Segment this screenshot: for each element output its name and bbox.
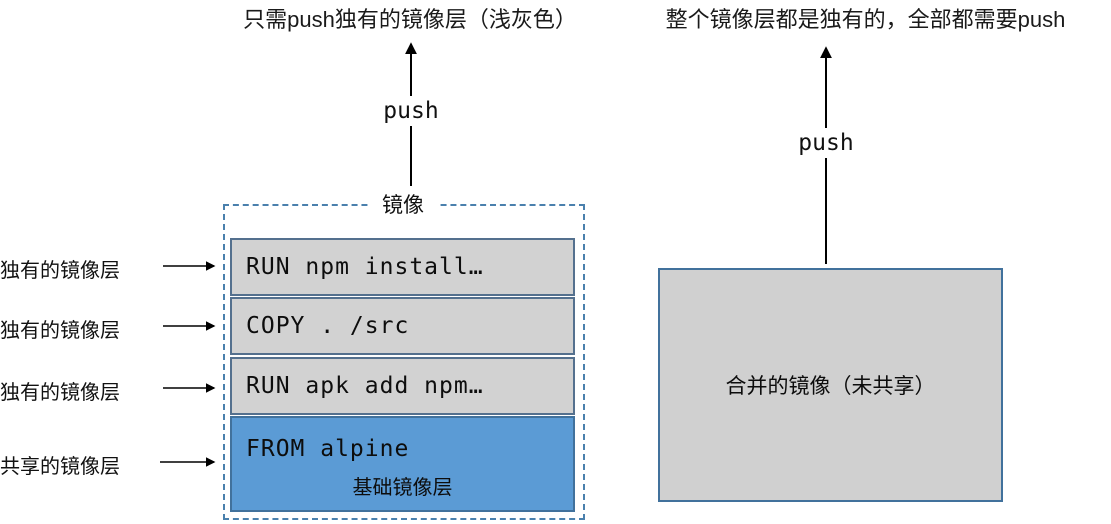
side-label-shared: 共享的镜像层 xyxy=(0,456,120,478)
base-image-layer-label: 基础镜像层 xyxy=(352,477,453,499)
merged-image-box: 合并的镜像（未共享） xyxy=(658,268,1003,502)
layer-run-apk-add-text: RUN apk add npm… xyxy=(246,373,484,399)
image-box-title: 镜像 xyxy=(368,189,438,219)
layer-from-alpine-text: FROM alpine xyxy=(246,436,410,462)
side-label-unique-3: 独有的镜像层 xyxy=(0,382,120,404)
layer-from-alpine: FROM alpine 基础镜像层 xyxy=(230,416,575,512)
push-label-left: push xyxy=(375,96,447,126)
caption-unique-layers-push: 只需push独有的镜像层（浅灰色） xyxy=(243,7,577,32)
layer-run-npm-install-text: RUN npm install… xyxy=(246,254,484,280)
push-label-right: push xyxy=(790,128,862,158)
layer-run-npm-install: RUN npm install… xyxy=(230,238,575,296)
side-label-unique-2: 独有的镜像层 xyxy=(0,320,120,342)
merged-image-label: 合并的镜像（未共享） xyxy=(725,375,936,398)
layer-copy-src: COPY . /src xyxy=(230,297,575,355)
caption-merged-all-push: 整个镜像层都是独有的，全部都需要push xyxy=(665,7,1066,32)
layer-copy-src-text: COPY . /src xyxy=(246,313,410,339)
layer-run-apk-add: RUN apk add npm… xyxy=(230,357,575,415)
side-label-unique-1: 独有的镜像层 xyxy=(0,260,120,282)
